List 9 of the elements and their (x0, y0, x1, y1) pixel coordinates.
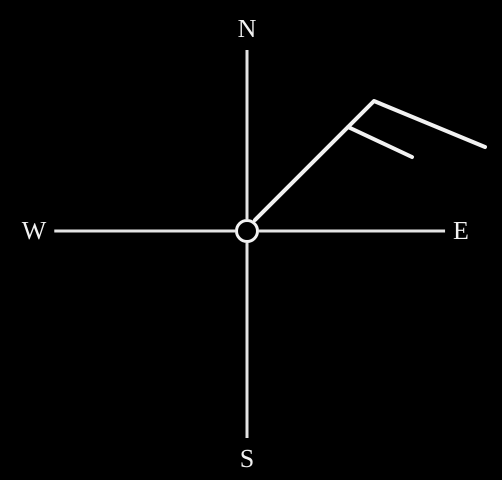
compass-line (259, 230, 446, 232)
compass-line (246, 50, 248, 219)
compass-point-label: E (453, 218, 469, 244)
compass-point-label: N (238, 16, 256, 42)
compass-point-label: W (22, 218, 46, 244)
compass-line (54, 230, 235, 232)
station-circle (235, 219, 259, 243)
compass-line (246, 243, 248, 438)
compass-point-label: S (240, 446, 254, 472)
